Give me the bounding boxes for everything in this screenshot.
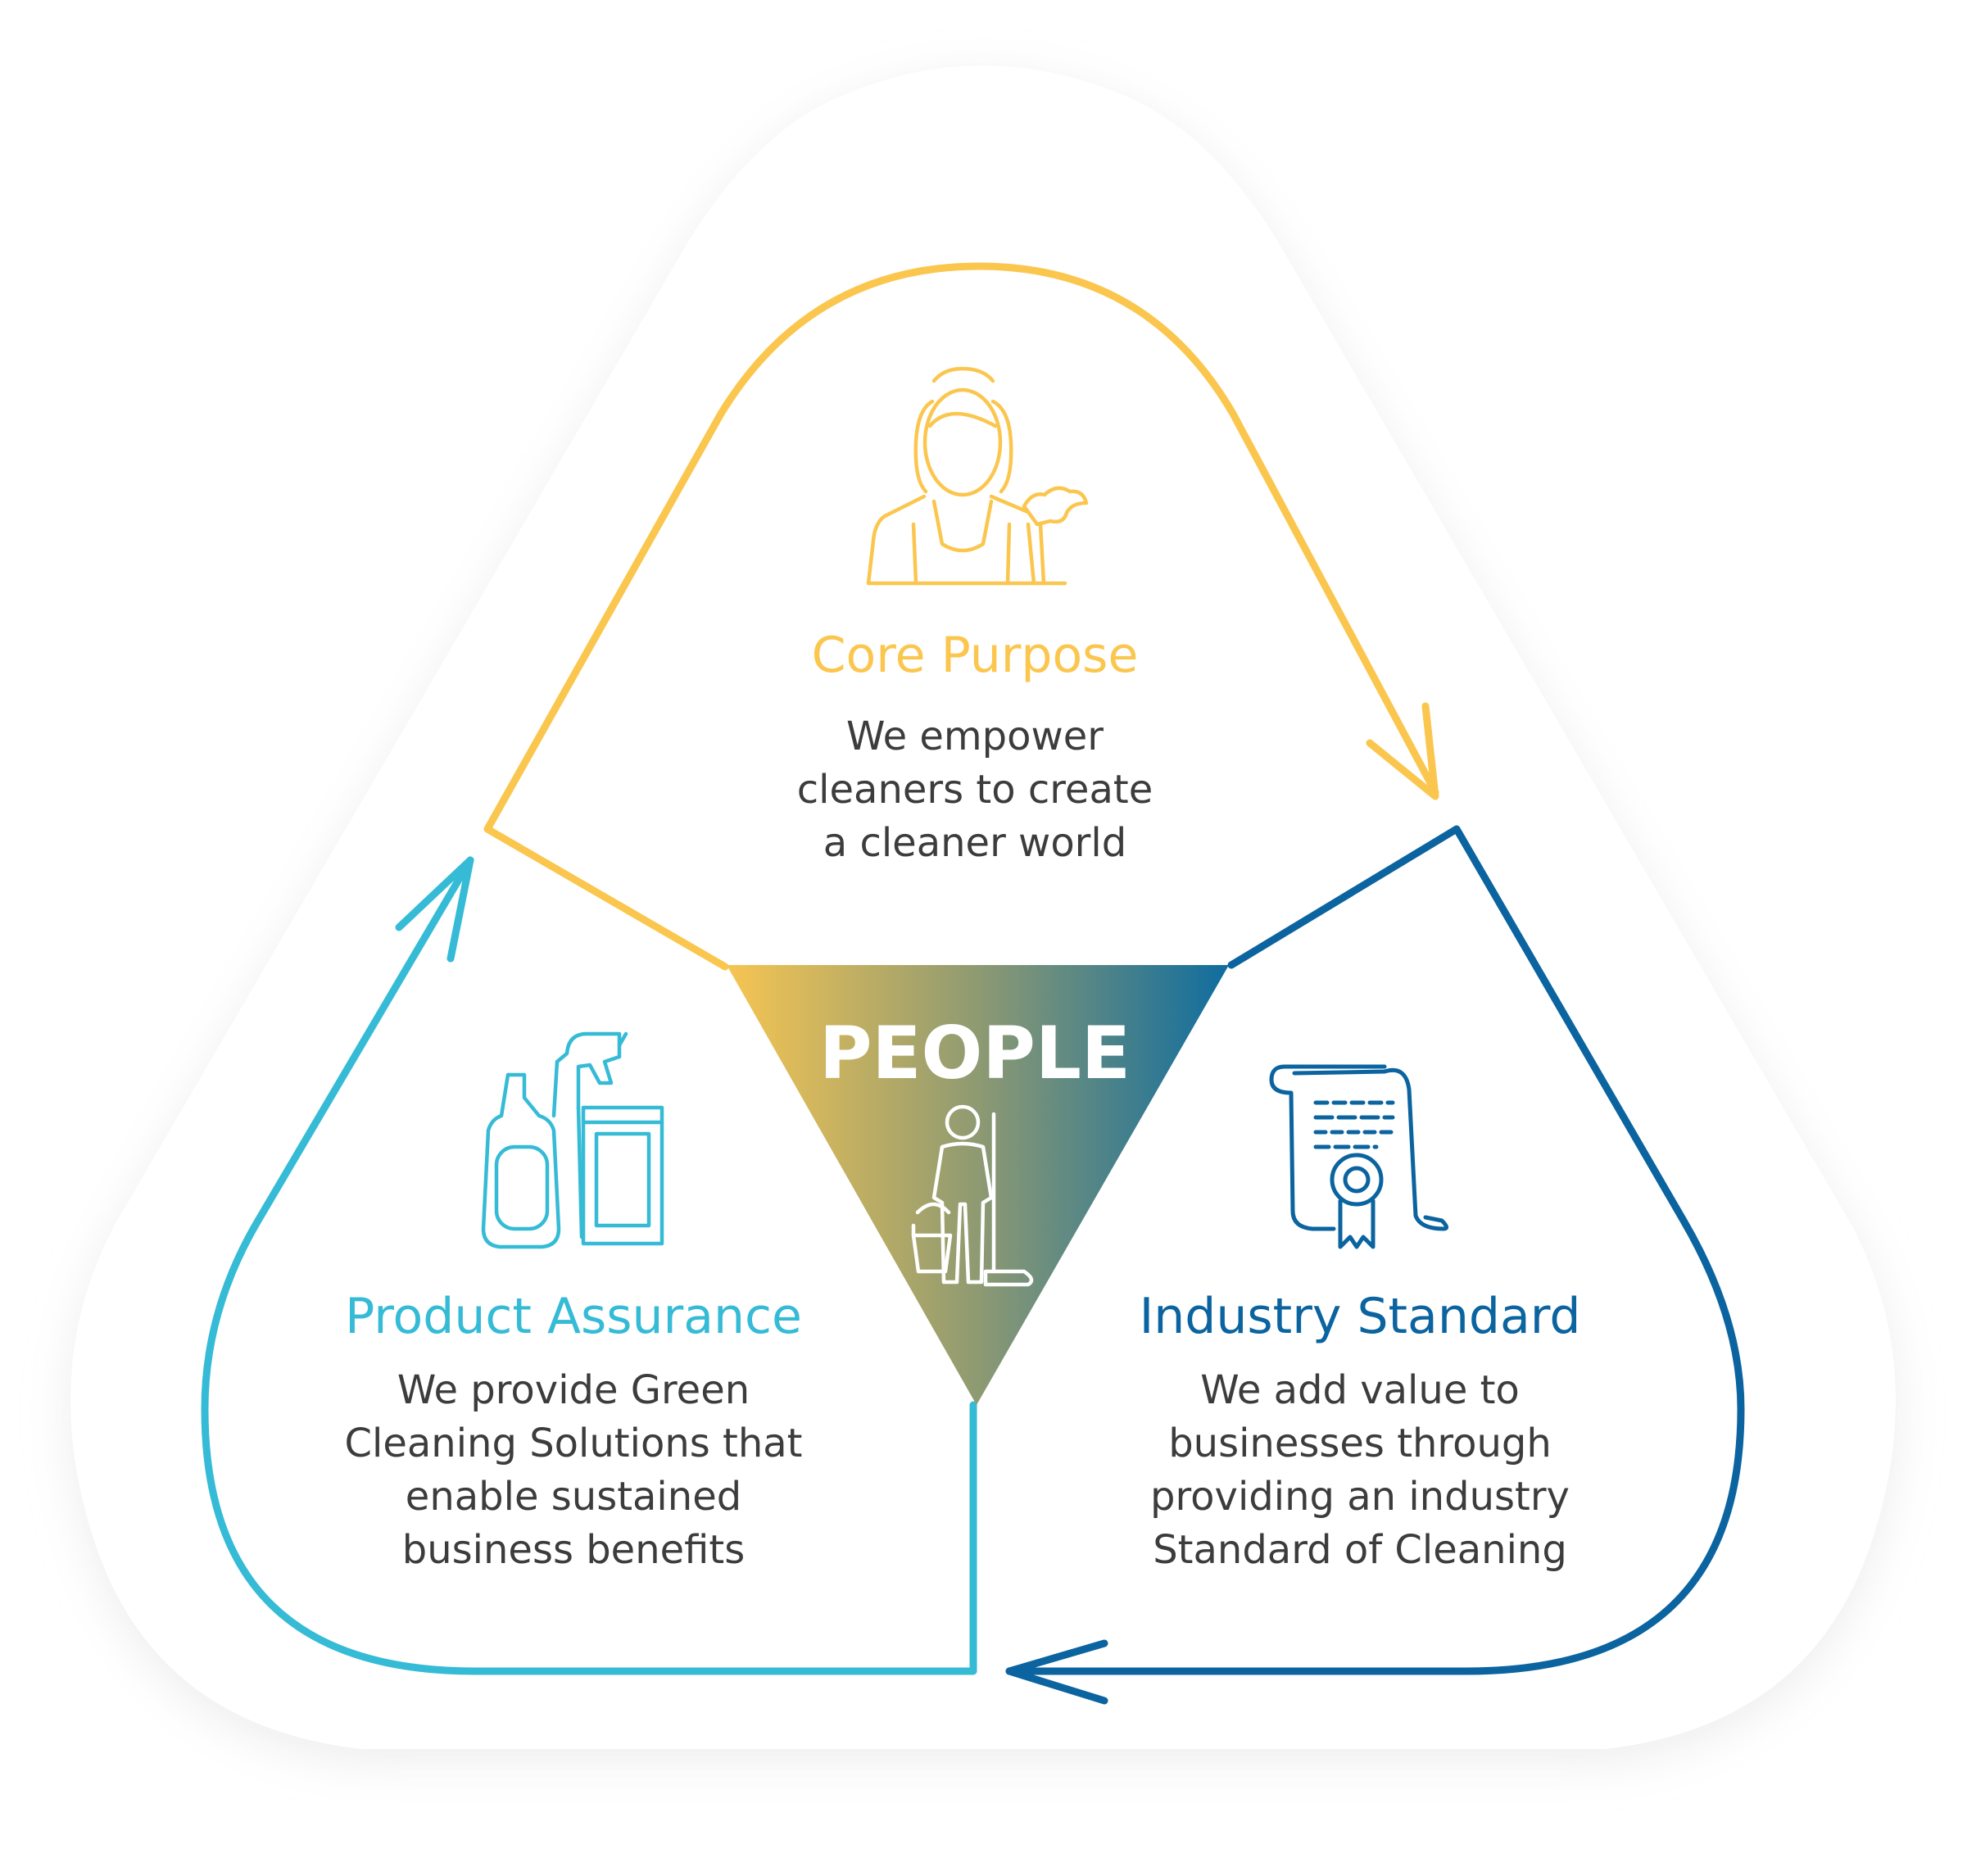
- core-purpose-line-3: a cleaner world: [823, 820, 1126, 866]
- product-assurance-line-3: enable sustained: [406, 1474, 741, 1520]
- cleaning-products-icon: [481, 1031, 664, 1249]
- certificate-scroll-icon: [1269, 1064, 1448, 1249]
- industry-standard-arrowhead: [1005, 1639, 1108, 1705]
- background-shape: [70, 66, 1896, 1749]
- product-assurance-arrowhead: [395, 856, 474, 963]
- people-label: PEOPLE: [819, 1011, 1131, 1095]
- industry-standard-line-2: businesses through: [1168, 1421, 1552, 1466]
- industry-standard-line-3: providing an industry: [1150, 1474, 1570, 1520]
- core-purpose-loop: [483, 262, 1439, 971]
- core-purpose-line-2: cleaners to create: [797, 767, 1153, 813]
- core-purpose-arrowhead: [1366, 702, 1439, 800]
- maid-with-duster-icon: [866, 366, 1089, 586]
- core-purpose-line-1: We empower: [846, 714, 1104, 759]
- core-purpose-title: Core Purpose: [812, 627, 1139, 684]
- industry-standard-line-4: Standard of Cleaning: [1153, 1527, 1567, 1573]
- industry-standard-loop: [1005, 825, 1745, 1675]
- product-assurance-loop: [201, 856, 977, 1675]
- product-assurance-line-1: We provide Green: [397, 1367, 750, 1413]
- people-triangle: [727, 965, 1229, 1405]
- product-assurance-line-2: Cleaning Solutions that: [345, 1421, 803, 1466]
- cleaner-with-mop-icon: [911, 1104, 1034, 1287]
- industry-standard-line-1: We add value to: [1200, 1367, 1520, 1413]
- product-assurance-line-4: business benefits: [402, 1527, 745, 1573]
- product-assurance-title: Product Assurance: [345, 1288, 802, 1345]
- industry-standard-title: Industry Standard: [1140, 1288, 1581, 1345]
